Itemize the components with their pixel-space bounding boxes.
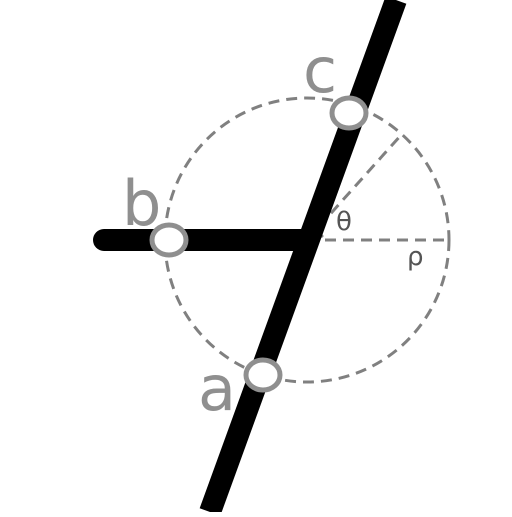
theta-label: θ <box>336 207 352 237</box>
point-label-a: a <box>198 352 236 425</box>
main-line <box>199 0 407 516</box>
dashed-circle <box>163 96 451 384</box>
point-label-c: c <box>303 34 337 107</box>
handle-c[interactable] <box>329 95 369 131</box>
handle-b[interactable] <box>149 222 189 258</box>
rho-label: ρ <box>407 242 424 272</box>
point-label-b: b <box>122 167 161 240</box>
handle-a[interactable] <box>243 357 283 393</box>
